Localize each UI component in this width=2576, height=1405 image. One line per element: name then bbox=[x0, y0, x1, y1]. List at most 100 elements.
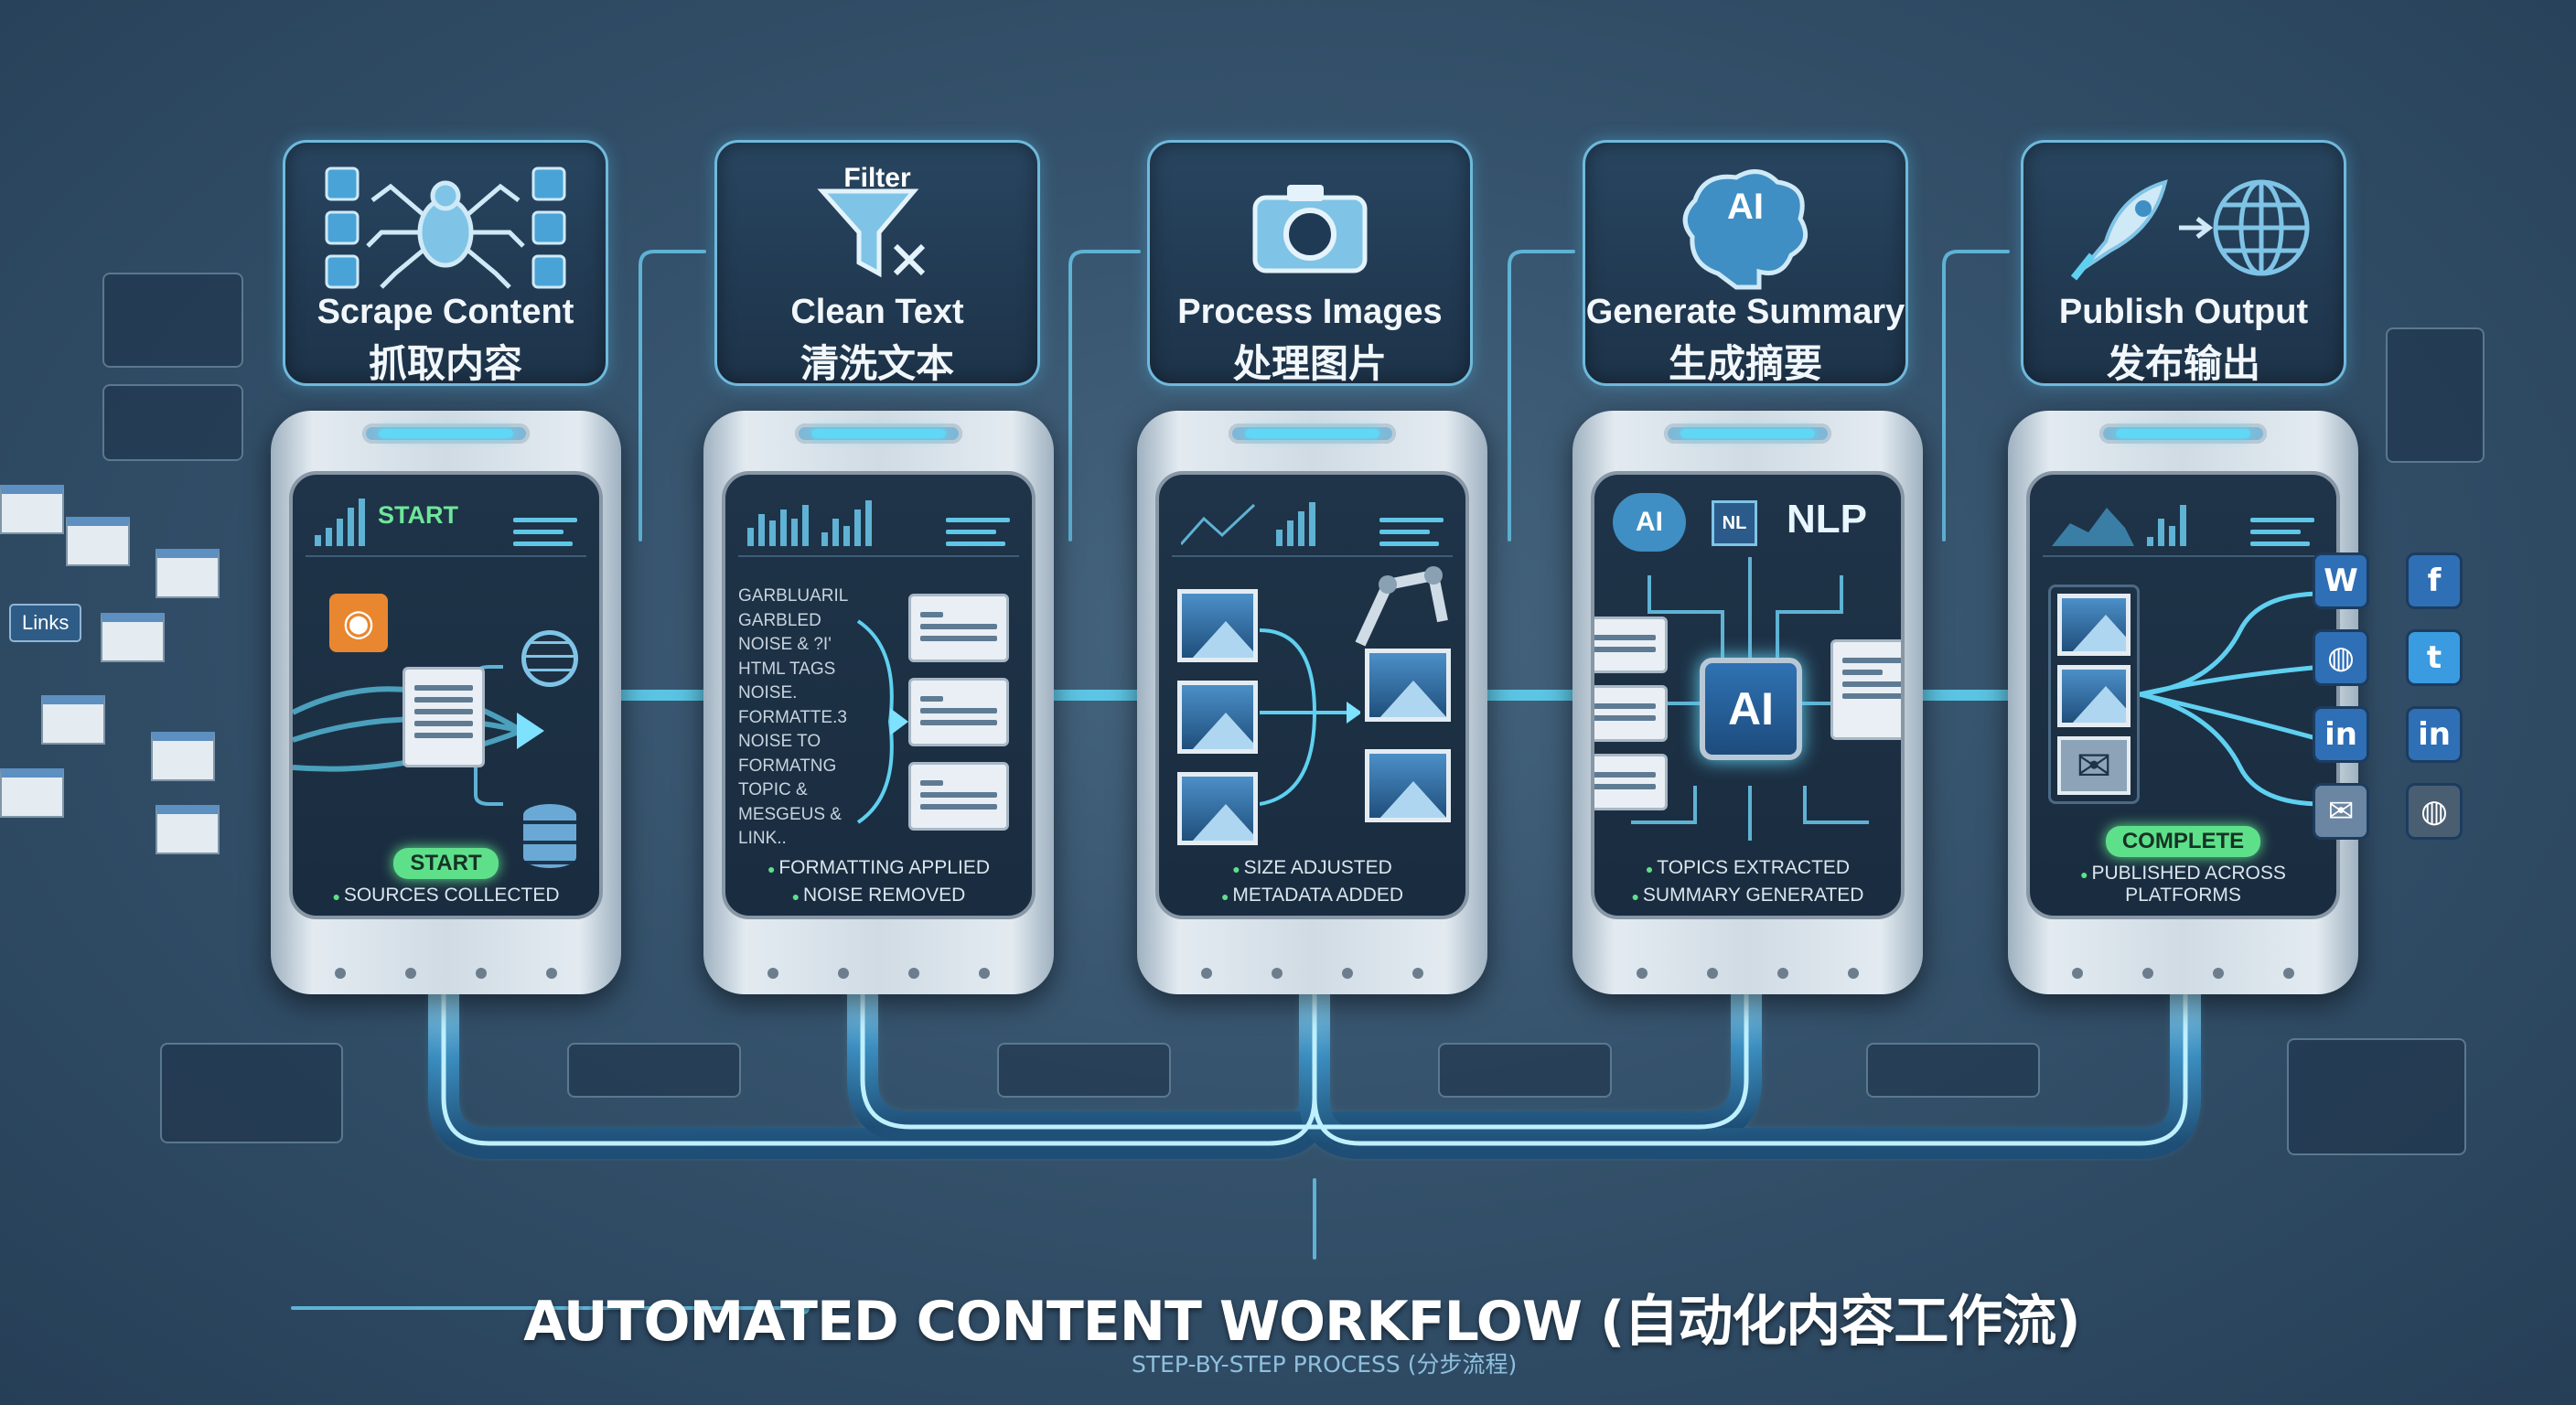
step-title: Generate Summary bbox=[1585, 293, 1905, 331]
mini-bar-chart bbox=[2147, 499, 2186, 546]
clean-document-icon bbox=[908, 594, 1009, 662]
step-status: FORMATTING APPLIED NOISE REMOVED bbox=[725, 852, 1032, 906]
document-icon bbox=[402, 667, 485, 767]
garbled-line: MESGEUS & bbox=[738, 804, 842, 824]
source-doc bbox=[151, 732, 215, 781]
camera-icon bbox=[1150, 159, 1470, 296]
source-doc bbox=[101, 613, 165, 662]
gauge-panel bbox=[2386, 327, 2485, 463]
status-list bbox=[513, 518, 577, 546]
image-thumbnail-icon bbox=[1177, 772, 1258, 845]
robot-arm-icon bbox=[1355, 566, 1448, 647]
garbled-line: NOISE TO bbox=[738, 732, 821, 751]
mini-bar-chart bbox=[747, 499, 809, 546]
database-icon bbox=[523, 804, 576, 868]
header-icon-label: AI bbox=[1727, 187, 1764, 227]
filter-funnel-icon bbox=[717, 159, 1037, 296]
status-bullet: PUBLISHED ACROSS PLATFORMS bbox=[2030, 863, 2336, 906]
source-doc bbox=[0, 768, 64, 818]
status-bullet: FORMATTING APPLIED bbox=[725, 857, 1032, 879]
source-doc bbox=[156, 549, 220, 598]
status-badge: START bbox=[393, 848, 499, 879]
garbled-line: NOISE. bbox=[738, 683, 798, 702]
garbled-line: FORMATNG bbox=[738, 756, 837, 776]
step-device-5: ✉COMPLETEPUBLISHED ACROSS PLATFORMS bbox=[2008, 411, 2358, 994]
spider-icon bbox=[285, 159, 606, 296]
garbled-line: NOISE & ?I' bbox=[738, 635, 832, 654]
mini-bar-chart bbox=[821, 499, 872, 546]
device-indicator bbox=[1229, 424, 1396, 444]
media-image-icon bbox=[2057, 594, 2131, 656]
step-status: STARTSOURCES COLLECTED bbox=[293, 848, 599, 906]
step-title: Publish Output bbox=[2058, 293, 2309, 331]
device-screws bbox=[2072, 963, 2294, 983]
input-document-icon bbox=[1594, 685, 1668, 742]
source-doc bbox=[156, 805, 220, 854]
status-panel bbox=[567, 1043, 741, 1098]
status-list bbox=[946, 518, 1010, 546]
mini-bar-chart bbox=[315, 499, 365, 546]
garbled-line: LINK.. bbox=[738, 829, 787, 848]
processed-image-icon bbox=[1365, 749, 1451, 822]
source-doc bbox=[0, 485, 64, 534]
step-title-zh: 处理图片 bbox=[1232, 341, 1387, 386]
platform-icon[interactable]: W bbox=[2313, 552, 2369, 609]
platform-icon[interactable]: ✉ bbox=[2313, 783, 2369, 840]
input-document-icon bbox=[1594, 754, 1668, 810]
platform-icon[interactable]: ◍ bbox=[2313, 629, 2369, 686]
status-bullet: SUMMARY GENERATED bbox=[1594, 885, 1901, 906]
step-title: Scrape Content bbox=[317, 293, 574, 331]
source-doc bbox=[41, 695, 105, 745]
nl-chip-icon: NL bbox=[1712, 500, 1757, 546]
email-icon: ✉ bbox=[2057, 736, 2131, 795]
platform-icon[interactable]: f bbox=[2406, 552, 2463, 609]
step-status: TOPICS EXTRACTED SUMMARY GENERATED bbox=[1594, 852, 1901, 906]
step-device-1: START◉STARTSOURCES COLLECTED bbox=[271, 411, 621, 994]
source-doc bbox=[66, 517, 130, 566]
step-title: Clean Text bbox=[790, 293, 964, 331]
media-image-icon bbox=[2057, 665, 2131, 727]
garbled-line: GARBLUARIL bbox=[738, 586, 849, 606]
garbled-line: TOPIC & bbox=[738, 780, 808, 799]
step-header-5: Publish Output 发布输出 bbox=[2021, 140, 2346, 386]
step-screen: ✉COMPLETEPUBLISHED ACROSS PLATFORMS bbox=[2026, 471, 2340, 919]
platform-icon[interactable]: in bbox=[2313, 706, 2369, 763]
garbled-line: GARBLED bbox=[738, 610, 821, 630]
processed-image-icon bbox=[1365, 649, 1451, 722]
step-screen: START◉STARTSOURCES COLLECTED bbox=[289, 471, 603, 919]
step-device-3: SIZE ADJUSTED METADATA ADDED bbox=[1137, 411, 1487, 994]
step-title-zh: 生成摘要 bbox=[1668, 341, 1822, 386]
mini-area-chart bbox=[2052, 508, 2134, 546]
step-screen: SIZE ADJUSTED METADATA ADDED bbox=[1155, 471, 1469, 919]
platform-icon[interactable]: in bbox=[2406, 706, 2463, 763]
platform-icon[interactable]: ◍ bbox=[2406, 783, 2463, 840]
start-label: START bbox=[378, 500, 458, 529]
device-indicator bbox=[2099, 424, 2267, 444]
globe-icon bbox=[521, 630, 578, 687]
clean-document-icon bbox=[908, 762, 1009, 831]
ai-brain-icon bbox=[1585, 159, 1905, 296]
platform-icon[interactable]: t bbox=[2406, 629, 2463, 686]
status-bullet: NOISE REMOVED bbox=[725, 885, 1032, 906]
garbled-line: FORMATTE.3 bbox=[738, 707, 847, 727]
mini-bar-chart bbox=[1276, 499, 1315, 546]
media-stack bbox=[2048, 585, 2140, 804]
status-bullet: METADATA ADDED bbox=[1159, 885, 1465, 906]
status-list bbox=[1379, 518, 1444, 546]
status-bullet: SIZE ADJUSTED bbox=[1159, 857, 1465, 879]
mini-bar-panel bbox=[160, 1043, 343, 1143]
status-panel bbox=[1866, 1043, 2040, 1098]
status-bullet: TOPICS EXTRACTED bbox=[1594, 857, 1901, 879]
device-indicator bbox=[362, 424, 530, 444]
header-icon-label: Filter bbox=[843, 163, 911, 193]
page-title: AUTOMATED CONTENT WORKFLOW (自动化内容工作流) bbox=[523, 1290, 2080, 1354]
input-document-icon bbox=[1594, 617, 1668, 673]
image-thumbnail-icon bbox=[1177, 589, 1258, 662]
step-title-zh: 发布输出 bbox=[2106, 341, 2260, 386]
